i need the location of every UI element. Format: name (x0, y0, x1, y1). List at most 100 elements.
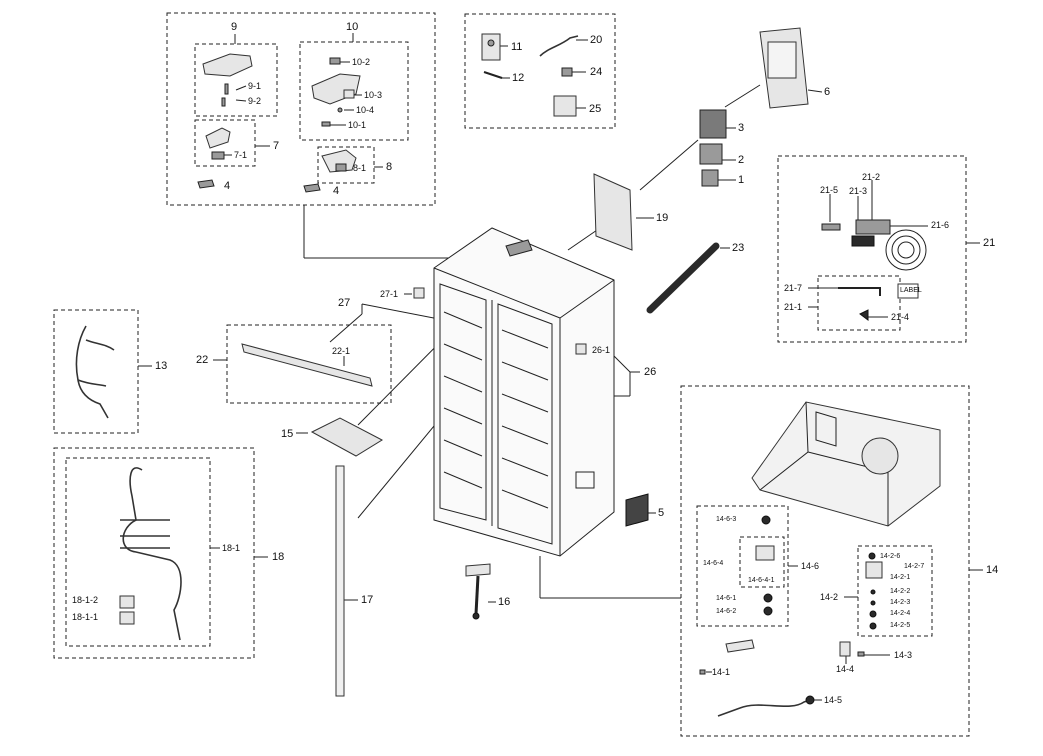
label-21-6: 21-6 (931, 220, 950, 230)
label-18-1: 18-1 (222, 543, 241, 553)
label-4-a: 4 (224, 180, 231, 192)
label-5: 5 (658, 507, 665, 519)
label-19: 19 (656, 212, 669, 224)
part-1-module (701, 169, 719, 187)
part-14-6-1 (763, 593, 773, 603)
part-9-2-screw (221, 97, 226, 107)
part-4-a (197, 179, 215, 189)
fridge-cabinet (433, 227, 615, 557)
part-14-3 (857, 651, 865, 657)
label-21-4: 21-4 (891, 312, 910, 322)
label-21-tag: LABEL (900, 287, 922, 294)
part-5-filter (625, 493, 649, 527)
part-17-strip (335, 465, 345, 697)
label-3: 3 (738, 122, 745, 134)
part-12-rod (483, 71, 503, 79)
group-box-10 (299, 41, 409, 141)
part-10-2 (329, 57, 341, 65)
part-21-4-clip (859, 309, 869, 321)
part-4-b (303, 183, 321, 193)
part-7-1 (211, 151, 225, 160)
part-16-damper (465, 563, 491, 577)
label-18-1-1: 18-1-1 (72, 612, 99, 622)
group-box-top-left (166, 12, 436, 206)
part-22-rail (241, 343, 373, 387)
label-21: 21 (983, 237, 996, 249)
label-10-1: 10-1 (348, 120, 367, 130)
label-18: 18 (272, 551, 285, 563)
part-8-1 (335, 163, 347, 172)
group-box-8 (317, 146, 375, 184)
part-14-6-2 (763, 606, 773, 616)
group-box-14-6-4 (739, 536, 785, 588)
label-14-2: 14-2 (820, 592, 839, 602)
part-10-4 (337, 107, 343, 113)
group-box-21-inner (817, 275, 901, 331)
label-9: 9 (231, 21, 238, 33)
label-21-5: 21-5 (820, 185, 839, 195)
part-14-shaft (725, 639, 755, 653)
part-10-3 (343, 89, 355, 99)
part-26-1 (575, 343, 587, 355)
part-18-1-2 (119, 595, 135, 609)
group-box-18 (53, 447, 255, 659)
part-3-board (699, 109, 727, 139)
label-22: 22 (196, 354, 209, 366)
label-1: 1 (738, 174, 745, 186)
part-21-label (897, 283, 919, 299)
label-14: 14 (986, 564, 999, 576)
part-9-1-screw (224, 83, 229, 95)
group-box-21 (777, 155, 967, 343)
part-10-bracket (311, 73, 361, 105)
label-21-1: 21-1 (784, 302, 803, 312)
label-20: 20 (590, 34, 603, 46)
label-21-3: 21-3 (849, 186, 868, 196)
label-14-1: 14-1 (712, 667, 731, 677)
group-box-14-2 (857, 545, 933, 637)
part-14-compartment (751, 401, 941, 527)
part-14-4 (839, 641, 851, 657)
label-4-b: 4 (333, 185, 340, 197)
label-6: 6 (824, 86, 831, 98)
label-14-2-7: 14-2-7 (904, 563, 925, 570)
label-14-2-2: 14-2-2 (890, 588, 911, 595)
label-21-2: 21-2 (862, 172, 881, 182)
group-box-13 (53, 309, 139, 434)
label-9-1: 9-1 (248, 81, 262, 91)
label-14-6-3: 14-6-3 (716, 516, 737, 523)
part-21-7-bracket (838, 287, 881, 296)
label-2: 2 (738, 154, 745, 166)
part-14-6-4-1 (755, 545, 775, 561)
label-14-6-4: 14-6-4 (703, 560, 724, 567)
part-14-5-hose (717, 699, 811, 717)
part-18-1-1 (119, 611, 135, 625)
part-9-bracket (202, 53, 253, 77)
part-7-hinge (205, 127, 231, 149)
part-27-1 (413, 287, 425, 299)
label-26-1: 26-1 (592, 345, 611, 355)
part-21-2-sensor (855, 219, 891, 235)
label-14-2-4: 14-2-4 (890, 610, 911, 617)
label-10-3: 10-3 (364, 90, 383, 100)
label-14-6-1: 14-6-1 (716, 595, 737, 602)
part-21-coil (885, 229, 927, 271)
part-15-tray (310, 417, 384, 457)
part-14-6-3 (761, 515, 771, 525)
part-19-panel (593, 173, 633, 251)
group-box-18-1 (65, 457, 211, 647)
part-14-2-1 (865, 561, 883, 579)
part-18-1-pipe (122, 467, 182, 641)
label-16: 16 (498, 596, 511, 608)
part-10-1 (321, 121, 331, 127)
label-12: 12 (512, 72, 525, 84)
part-21-3-tag (851, 235, 875, 247)
part-20-wire (539, 35, 579, 57)
label-18-1-2: 18-1-2 (72, 595, 99, 605)
label-10-2: 10-2 (352, 57, 371, 67)
label-14-5: 14-5 (824, 695, 843, 705)
group-box-top-middle (464, 13, 616, 129)
label-14-4: 14-4 (836, 664, 855, 674)
label-14-2-3: 14-2-3 (890, 599, 911, 606)
part-23-tube (646, 242, 720, 314)
